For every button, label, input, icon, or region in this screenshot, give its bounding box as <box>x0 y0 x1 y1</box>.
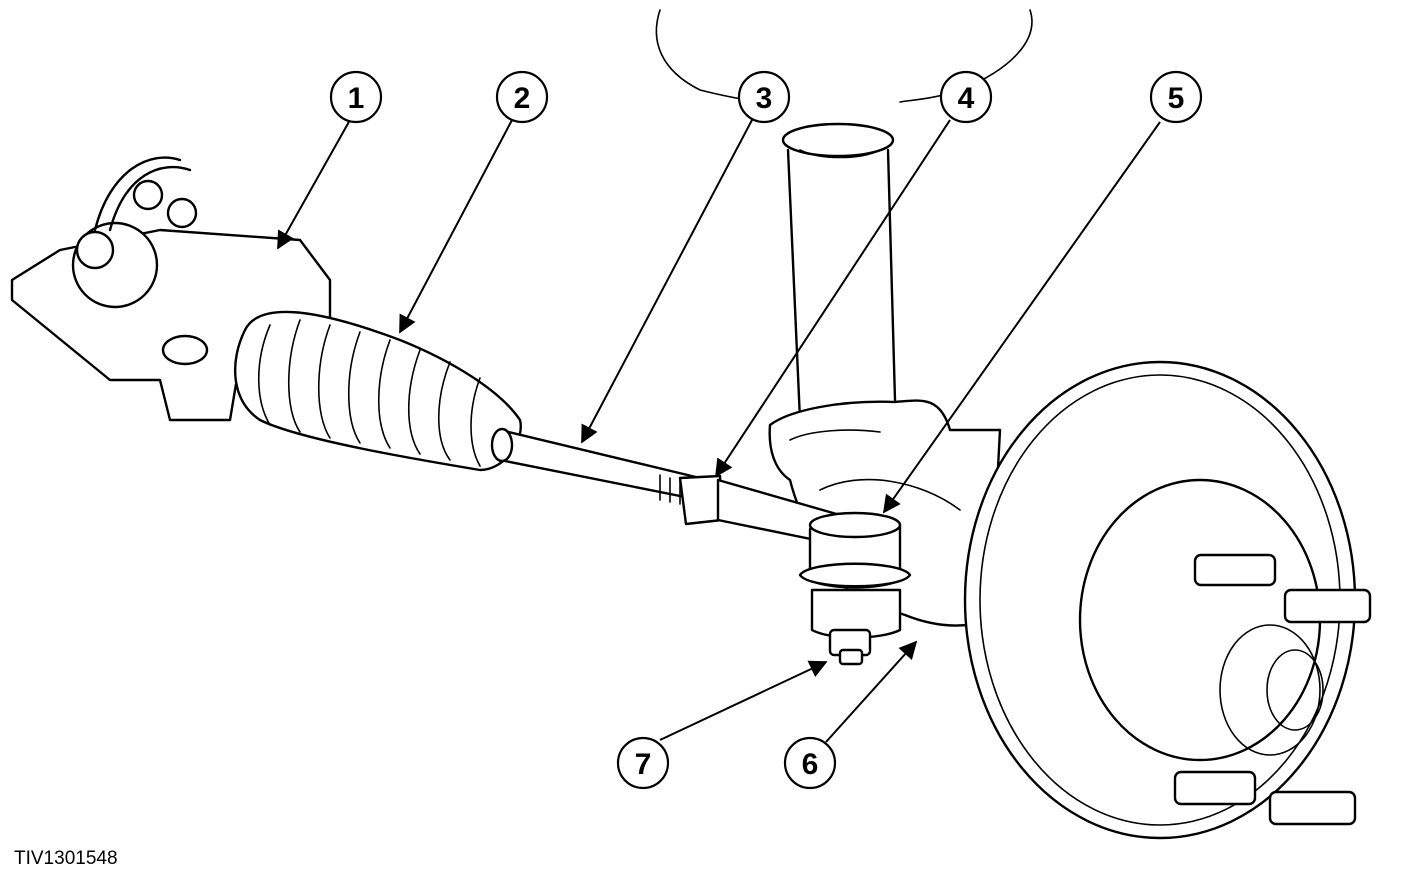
callout-6: 6 <box>783 736 837 790</box>
callout-2: 2 <box>495 70 549 124</box>
rack-boot <box>234 310 522 472</box>
callout-4-label: 4 <box>958 82 975 115</box>
callout-1: 1 <box>329 70 383 124</box>
callout-7-label: 7 <box>635 748 652 781</box>
castle-nut <box>828 628 872 666</box>
callout-7: 7 <box>616 736 670 790</box>
strut <box>781 122 897 422</box>
callout-leaders <box>277 119 1161 743</box>
callout-3: 3 <box>737 70 791 124</box>
callout-2-label: 2 <box>514 82 531 115</box>
wheel-studs <box>1173 553 1372 826</box>
outer-tie-rod-end <box>716 478 912 639</box>
brake-disc <box>963 360 1357 840</box>
callout-4: 4 <box>939 70 993 124</box>
callout-6-label: 6 <box>802 748 819 781</box>
callout-5-label: 5 <box>1168 82 1185 115</box>
callout-5: 5 <box>1149 70 1203 124</box>
callout-1-label: 1 <box>348 82 365 115</box>
inner-tie-rod <box>490 427 702 505</box>
steering-gear-housing <box>10 156 332 422</box>
lock-nut <box>678 474 724 526</box>
figure-reference-code: TIV1301548 <box>14 848 118 869</box>
callout-3-label: 3 <box>756 82 773 115</box>
